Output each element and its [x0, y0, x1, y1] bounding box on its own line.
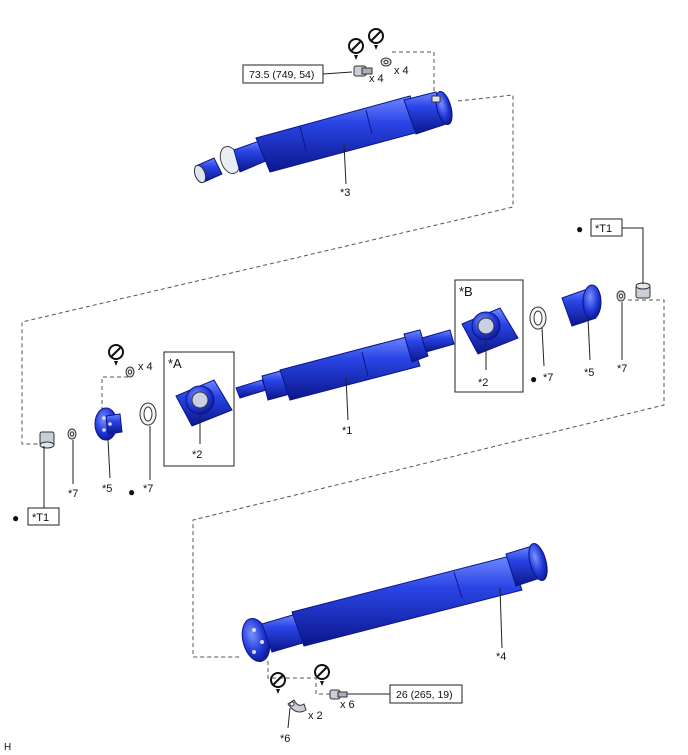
qty-mid: x 4: [138, 361, 153, 373]
part-label-1: *1: [342, 425, 352, 437]
torque-callout-top: 73.5 (749, 54): [242, 64, 353, 84]
box-label-a: *A: [168, 356, 182, 371]
detail-box-b: *B *2: [454, 279, 524, 393]
qty-bottom-x2: x 2: [308, 710, 323, 722]
no-reuse-icon: [270, 672, 286, 694]
washer-left: [67, 428, 77, 440]
flange-right: [561, 284, 602, 327]
new-part-dot-icon: ●: [128, 485, 135, 499]
part-label-6: *6: [280, 733, 290, 745]
washer-top: [380, 57, 392, 67]
qty-top-bolt: x 4: [369, 73, 384, 85]
washer-right: [616, 290, 626, 302]
torque-wrench-icon: [108, 344, 124, 366]
new-part-dot-icon: ●: [12, 511, 19, 525]
part-label-3: *3: [340, 187, 350, 199]
bolt-top: [353, 65, 373, 77]
callout-t1-bottom: *T1: [32, 512, 49, 524]
part-label-7c: *7: [68, 488, 78, 500]
flange-left: [94, 407, 123, 441]
new-part-dot-icon: ●: [530, 372, 537, 386]
part-label-7d: *7: [143, 483, 153, 495]
seal-right: [529, 306, 547, 330]
seal-left: [139, 402, 157, 426]
no-reuse-icon: [368, 28, 384, 50]
part-label-4: *4: [496, 651, 506, 663]
dashed-guides: [21, 51, 665, 695]
propeller-shaft-4: [241, 543, 548, 663]
part-label-5l: *5: [102, 483, 112, 495]
clip-6: [287, 699, 307, 713]
part-label-2a: *2: [192, 449, 202, 461]
new-part-dot-icon: ●: [576, 222, 583, 236]
qty-top-washer: x 4: [394, 65, 409, 77]
propeller-shaft-3: [193, 90, 453, 184]
propeller-shaft-1: [235, 329, 455, 401]
washer-mid: [125, 366, 135, 378]
torque-value-top: 73.5 (749, 54): [249, 69, 314, 81]
qty-bottom-x6: x 6: [340, 699, 355, 711]
detail-box-a: *A *2: [163, 351, 235, 467]
torque-callout-bottom: 26 (265, 19): [389, 684, 463, 704]
part-label-7b: *7: [617, 363, 627, 375]
torque-value-bottom: 26 (265, 19): [396, 689, 453, 701]
nut-right: [635, 282, 651, 299]
box-label-b: *B: [459, 284, 473, 299]
callout-t1-top: *T1: [595, 223, 612, 235]
nut-left: [39, 431, 55, 449]
part-label-2b: *2: [478, 377, 488, 389]
bolt-bottom: [329, 689, 348, 700]
part-label-5r: *5: [584, 367, 594, 379]
torque-wrench-icon: [314, 664, 330, 686]
torque-wrench-icon: [348, 38, 364, 60]
part-label-7a: *7: [543, 372, 553, 384]
corner-label: H: [4, 742, 11, 753]
